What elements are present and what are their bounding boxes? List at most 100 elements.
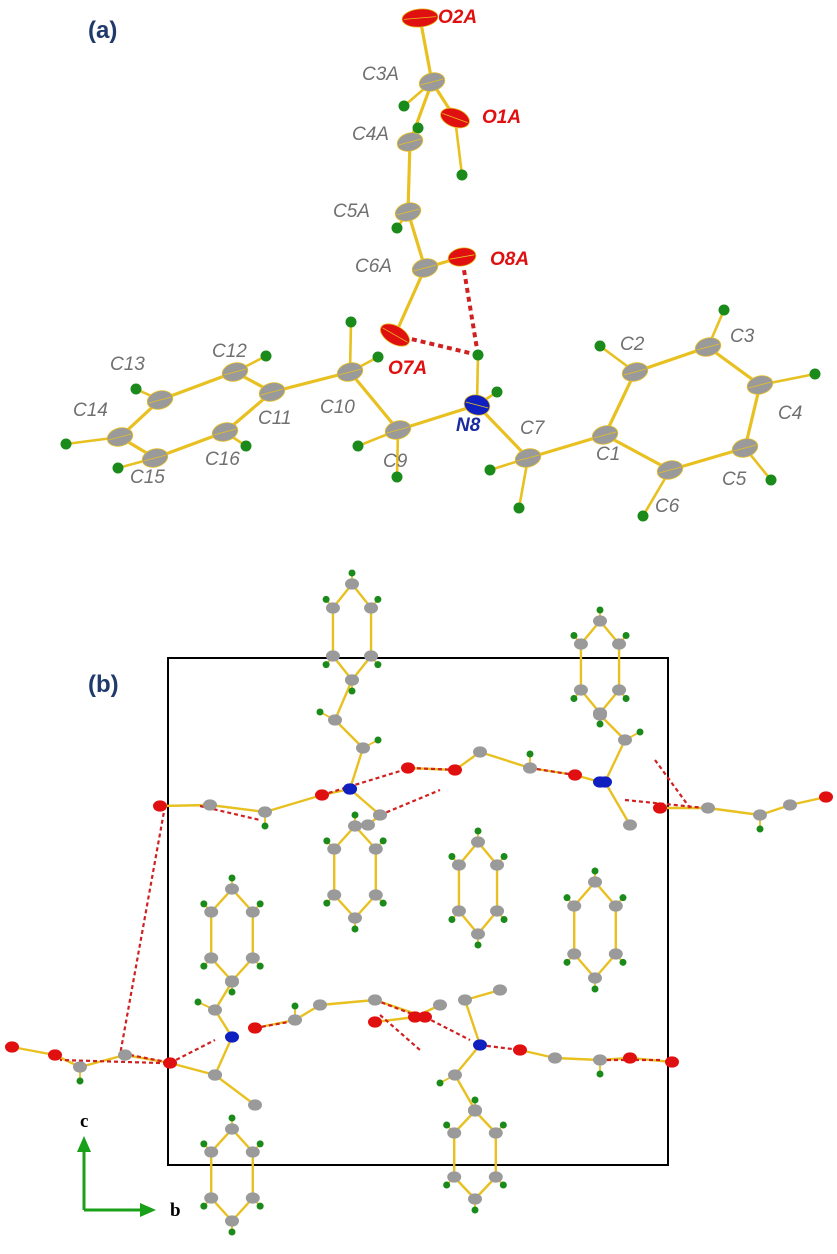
packing-atom-C	[701, 802, 715, 814]
atom-label-C16: C16	[205, 449, 240, 470]
atom-axis-line	[213, 428, 237, 436]
packing-hydrogen	[291, 1002, 299, 1010]
packing-hydrogen	[622, 694, 630, 702]
packing-atom-C	[548, 1052, 562, 1064]
atom-axis-line	[696, 343, 720, 351]
packing-hydrogen-bond	[379, 788, 441, 817]
atom-label-C7: C7	[520, 418, 546, 439]
packing-atom-C	[523, 762, 537, 774]
packing-hydrogen	[756, 825, 764, 833]
packing-atom-C	[245, 906, 260, 918]
bond-C4A-C5A	[406, 140, 412, 214]
packing-hydrogen	[374, 661, 382, 669]
bond-C3-C4	[706, 345, 762, 387]
hydrogen-atom	[718, 304, 730, 316]
packing-atom-C	[325, 650, 340, 662]
packing-atom-O	[623, 1052, 637, 1064]
bond-C5A-C6A	[406, 210, 427, 270]
packing-hydrogen	[474, 827, 482, 835]
packing-atom-C	[567, 948, 582, 960]
atom-axis-line	[465, 401, 489, 409]
packing-atom-O	[315, 789, 329, 801]
packing-hydrogen	[76, 1077, 84, 1085]
packing-hydrogen-bond	[374, 998, 421, 1019]
packing-bond	[318, 998, 377, 1007]
packing-hydrogen	[322, 595, 330, 603]
atom-axis-line	[403, 16, 437, 20]
atom-label-C15: C15	[130, 467, 165, 488]
packing-hydrogen	[200, 900, 208, 908]
packing-atom-C	[612, 684, 627, 696]
packing-hydrogen	[596, 1070, 604, 1078]
hydrogen-atom	[391, 222, 403, 234]
packing-hydrogen	[591, 867, 599, 875]
packing-atom-C	[451, 905, 466, 917]
packing-atom-C	[203, 799, 217, 811]
hydrogen-atom	[352, 440, 364, 452]
bond-C4-C5	[743, 383, 762, 450]
packing-hydrogen	[619, 958, 627, 966]
bond-C1-C2	[603, 370, 637, 437]
bond-C9-N8	[396, 403, 479, 432]
packing-hydrogen	[323, 899, 331, 907]
atom-label-C13: C13	[110, 354, 145, 375]
packing-hydrogen-bond	[169, 1039, 216, 1064]
bond-C6-C1	[603, 433, 672, 472]
hydrogen-atom	[240, 440, 252, 452]
atom-axis-line	[143, 454, 167, 462]
atom-label-C14: C14	[73, 400, 108, 421]
atom-label-C10: C10	[320, 397, 355, 418]
packing-atom-C	[588, 972, 602, 984]
packing-atom-C	[73, 1061, 87, 1073]
packing-atom-C	[204, 1192, 219, 1204]
packing-atom-C	[245, 1192, 260, 1204]
packing-bond	[603, 738, 627, 784]
atom-label-C6: C6	[655, 496, 680, 517]
packing-hydrogen	[471, 1096, 479, 1104]
packing-atom-C	[204, 952, 219, 964]
packing-hydrogen	[256, 962, 264, 970]
packing-atom-O	[153, 800, 167, 812]
packing-atom-C	[328, 714, 342, 726]
packing-atom-C	[471, 928, 485, 940]
bond-O2A-C3A	[418, 16, 434, 84]
packing-hydrogen-bond	[321, 766, 411, 797]
panel-a-atoms	[106, 8, 774, 480]
packing-hydrogen	[348, 687, 356, 695]
packing-atom-C	[608, 948, 623, 960]
atom-axis-line	[413, 264, 437, 272]
hydrogen-atom	[60, 438, 72, 450]
b-axis-label: b	[170, 1200, 181, 1221]
packing-hydrogen	[374, 736, 382, 744]
atom-label-O1A: O1A	[482, 107, 521, 128]
packing-hydrogen	[563, 894, 571, 902]
packing-bond	[208, 803, 267, 814]
packing-hydrogen	[351, 811, 359, 819]
packing-atom-C	[567, 900, 582, 912]
packing-atom-C	[471, 836, 485, 848]
packing-hydrogen	[200, 1140, 208, 1148]
packing-hydrogen-bond	[118, 805, 167, 1056]
packing-atom-O	[48, 1049, 62, 1061]
packing-atom-C	[368, 994, 382, 1006]
packing-atom-O	[653, 802, 667, 814]
packing-atom-C	[356, 742, 370, 754]
packing-hydrogen	[256, 1140, 264, 1148]
unit-cell-box	[167, 657, 669, 1166]
packing-atom-C	[608, 900, 623, 912]
packing-bond	[348, 746, 365, 791]
atom-label-N8: N8	[456, 415, 481, 436]
packing-atom-C	[623, 819, 637, 831]
packing-atom-C	[373, 809, 387, 821]
packing-atom-C	[490, 859, 505, 871]
packing-atom-C	[225, 1215, 239, 1227]
hydrogen-atom	[372, 351, 384, 363]
packing-atom-C	[448, 1069, 462, 1081]
packing-atom-C	[313, 999, 327, 1011]
bond-C3A-C4A	[408, 80, 434, 144]
packing-atom-O	[568, 769, 582, 781]
panel-b-hydrogen-bonds	[59, 759, 706, 1065]
packing-bond	[478, 750, 532, 770]
packing-bond	[263, 793, 324, 814]
